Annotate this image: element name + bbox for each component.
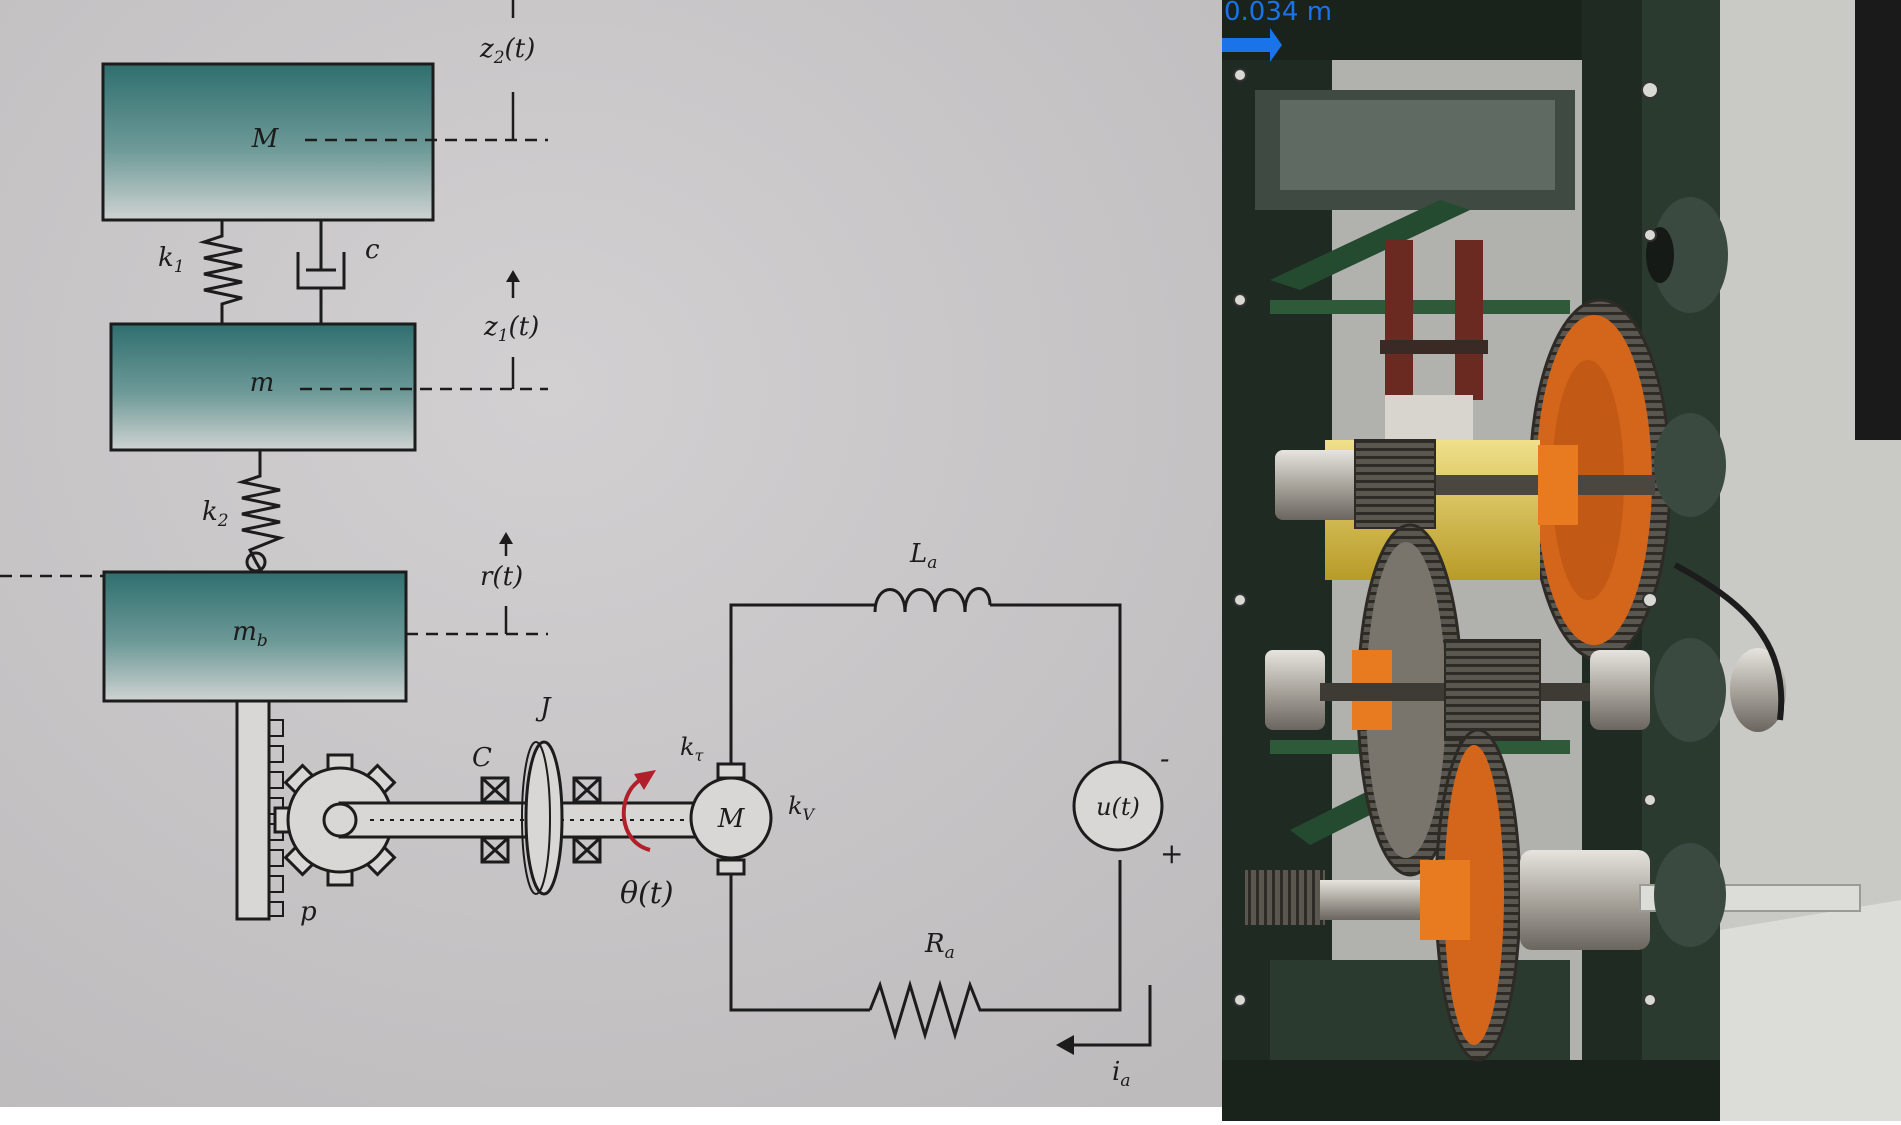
damper-label: c xyxy=(365,235,380,265)
inductor xyxy=(873,587,992,613)
lower-shaft xyxy=(1245,850,1861,950)
mass-bottom-label: mb xyxy=(232,617,268,651)
back-emf-label: kV xyxy=(788,792,816,824)
mass-mid: m xyxy=(109,322,417,452)
damper-c xyxy=(296,220,346,324)
torque-arrow xyxy=(621,778,651,852)
inertia-disc xyxy=(521,740,564,896)
frame-bolts xyxy=(1233,68,1659,1007)
bearing-left xyxy=(480,776,510,864)
measurement-label: 0.034 m xyxy=(1224,0,1332,27)
source-label: u(t) xyxy=(1096,793,1140,821)
current-arrow xyxy=(1070,985,1152,1047)
diagram-panel: M z2(t) k1 c m z1(t) xyxy=(0,0,1222,1107)
mass-mid-label: m xyxy=(250,368,275,398)
mass-bottom: mb xyxy=(102,570,408,703)
spring-k2-label: k2 xyxy=(202,497,229,531)
lower-orange-gear xyxy=(1434,728,1522,1062)
source-plus-label: + xyxy=(1160,837,1183,870)
motor: M xyxy=(689,762,773,876)
spring-k1 xyxy=(198,220,243,324)
rollers xyxy=(1646,197,1786,947)
inertia-label: J xyxy=(535,693,552,723)
rack xyxy=(235,699,284,921)
upper-shaft xyxy=(1275,439,1655,529)
resistor-label: Ra xyxy=(924,929,955,963)
motor-label: M xyxy=(717,804,746,834)
mass-top: M xyxy=(101,62,435,222)
spring-k1-label: k1 xyxy=(158,243,185,277)
disp-top-label: z2(t) xyxy=(479,34,535,68)
current-label: ia xyxy=(1112,1057,1130,1091)
shaft-damping-label: C xyxy=(472,743,492,773)
disp-mid-label: z1(t) xyxy=(483,312,539,346)
angle-label: θ(t) xyxy=(620,876,674,911)
disp-road-label: r(t) xyxy=(480,562,523,592)
drive-shaft xyxy=(322,801,697,839)
middle-shaft xyxy=(1265,639,1650,741)
photo-panel: 0.034 m xyxy=(1222,0,1901,1121)
pinion-label: p xyxy=(300,897,317,927)
voltage-source: u(t) xyxy=(1072,760,1164,852)
torque-const-label: kτ xyxy=(680,733,705,765)
measurement-overlay: 0.034 m xyxy=(1222,0,1332,62)
bearing-right xyxy=(572,776,602,864)
inductor-label: La xyxy=(909,539,937,573)
circuit-wires xyxy=(729,603,1122,1012)
mass-top-label: M xyxy=(251,124,280,154)
resistor xyxy=(868,979,990,1041)
source-minus-label: - xyxy=(1160,742,1169,775)
